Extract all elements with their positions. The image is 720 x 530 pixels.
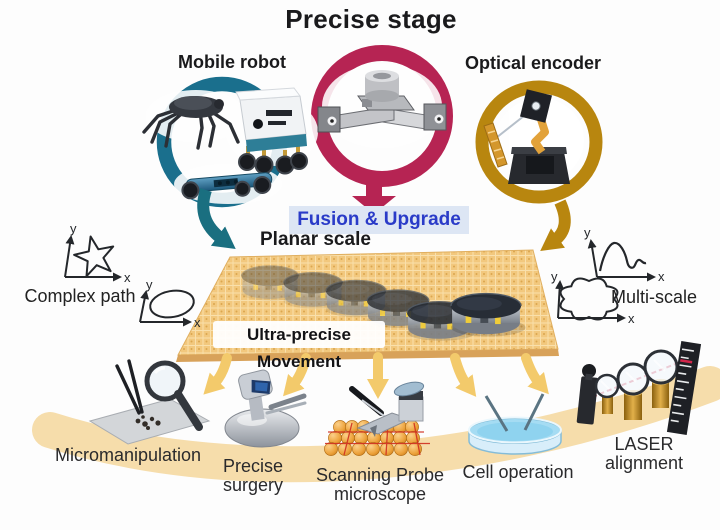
axis-x-label: x	[124, 270, 131, 285]
axis-x-label: x	[658, 269, 665, 284]
axis-x-label: x	[628, 311, 635, 326]
low-rider-robot-icon	[181, 172, 273, 200]
app-label-line: LASER	[614, 434, 674, 454]
complex-path-sketch	[64, 235, 195, 327]
app-label-line: Precise	[222, 456, 284, 476]
axis-y-label: y	[584, 225, 591, 240]
xy-stage-icon	[317, 70, 447, 133]
axis-y-label: y	[551, 269, 558, 284]
app-label-micromanipulation: Micromanipulation	[54, 445, 202, 465]
optical-encoder-icon	[483, 89, 570, 184]
app-label-scanning-probe-microscope: Scanning Probe microscope	[300, 466, 460, 504]
mobile-robot-label: Mobile robot	[178, 52, 286, 72]
app-label-cell-operation: Cell operation	[462, 462, 574, 482]
ultra-precise-movement-label: Ultra-precise Movement	[213, 321, 385, 371]
cell-operation-icon	[468, 393, 562, 455]
app-label-line: surgery	[222, 475, 284, 495]
fusion-arrow	[352, 178, 396, 214]
optical-encoder-ring	[475, 80, 603, 204]
axis-x-label: x	[194, 315, 201, 330]
laser-alignment-icon	[576, 341, 702, 435]
planar-scale-label: Planar scale	[260, 229, 371, 250]
multi-scale-sketch	[555, 239, 656, 323]
precise-surgery-icon	[224, 369, 307, 448]
micromanipulation-icon	[88, 359, 211, 445]
app-label-line: microscope	[333, 484, 427, 504]
optical-encoder-label: Optical encoder	[464, 53, 602, 73]
app-label-line: alignment	[604, 453, 684, 473]
axis-y-label: y	[70, 221, 77, 236]
multi-scale-label: Multi-scale	[610, 287, 698, 307]
wheeled-robot-icon	[235, 87, 308, 175]
page-title: Precise stage	[285, 4, 457, 34]
application-arrows	[203, 352, 549, 399]
spider-robot-icon	[142, 96, 240, 150]
complex-path-label: Complex path	[24, 286, 136, 306]
optical-encoder-arrow	[540, 199, 571, 251]
app-label-line: Scanning Probe	[315, 465, 445, 485]
axis-y-label: y	[146, 277, 153, 292]
application-band	[32, 366, 720, 483]
app-label-laser-alignment: LASER alignment	[594, 435, 694, 473]
mobile-robot-arrow	[197, 188, 236, 250]
scanning-probe-microscope-icon	[324, 381, 430, 456]
fusion-upgrade-badge: Fusion & Upgrade	[289, 206, 469, 234]
app-label-precise-surgery: Precise surgery	[203, 457, 303, 495]
